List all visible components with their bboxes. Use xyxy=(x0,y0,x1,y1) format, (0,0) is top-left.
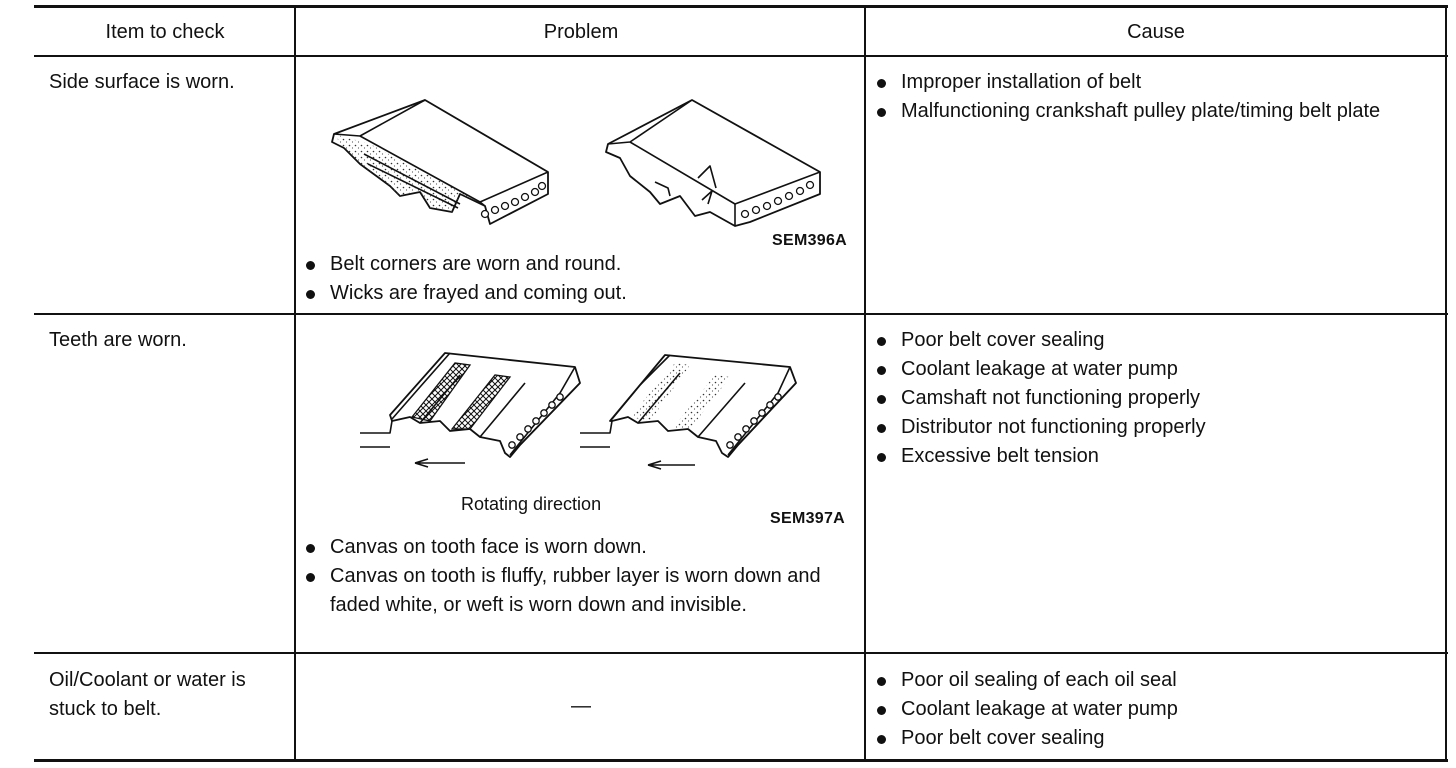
belt-side-wear-figure xyxy=(331,99,821,227)
row1-cause-list: Improper installation of belt Malfunctio… xyxy=(873,68,1438,126)
header-item-to-check: Item to check xyxy=(105,21,225,43)
header-cause: Cause xyxy=(1127,21,1185,43)
list-item: Coolant leakage at water pump xyxy=(873,355,1438,384)
figure-caption: Rotating direction xyxy=(461,494,602,514)
list-item: Coolant leakage at water pump xyxy=(873,695,1438,724)
list-item: Camshaft not functioning properly xyxy=(873,384,1438,413)
row1-item: Side surface is worn. xyxy=(49,71,235,93)
list-item: Poor belt cover sealing xyxy=(873,724,1438,753)
list-item: Excessive belt tension xyxy=(873,442,1438,471)
table-top-border xyxy=(34,5,1448,8)
table-right-border xyxy=(1445,5,1447,762)
row2-cause-list: Poor belt cover sealing Coolant leakage … xyxy=(873,326,1438,471)
row3-cause-list: Poor oil sealing of each oil seal Coolan… xyxy=(873,666,1438,753)
row2-item: Teeth are worn. xyxy=(49,329,187,351)
belt-tooth-wear-figure xyxy=(360,352,797,470)
list-item: Malfunctioning crankshaft pulley plate/t… xyxy=(873,97,1438,126)
row3-problem-dash: — xyxy=(571,695,591,717)
list-item: Poor belt cover sealing xyxy=(873,326,1438,355)
header-problem: Problem xyxy=(543,21,619,43)
row2-problem-list: Canvas on tooth face is worn down. Canva… xyxy=(302,533,862,620)
list-item: Canvas on tooth face is worn down. xyxy=(302,533,862,562)
header-bottom-border xyxy=(34,55,1448,57)
figure-code: SEM396A xyxy=(772,232,848,249)
list-item: Canvas on tooth is fluffy, rubber layer … xyxy=(302,562,862,620)
table-bottom-border xyxy=(34,759,1448,762)
list-item: Distributor not functioning properly xyxy=(873,413,1438,442)
column-divider-2 xyxy=(864,5,866,762)
column-divider-1 xyxy=(294,5,296,762)
row1-bottom-border xyxy=(34,313,1448,315)
row2-bottom-border xyxy=(34,652,1448,654)
list-item: Wicks are frayed and coming out. xyxy=(302,279,862,308)
list-item: Belt corners are worn and round. xyxy=(302,250,862,279)
list-item: Poor oil sealing of each oil seal xyxy=(873,666,1438,695)
figure-code: SEM397A xyxy=(770,510,846,527)
row1-problem-list: Belt corners are worn and round. Wicks a… xyxy=(302,250,862,308)
list-item: Improper installation of belt xyxy=(873,68,1438,97)
row3-item: Oil/Coolant or water is stuck to belt. xyxy=(49,669,246,720)
